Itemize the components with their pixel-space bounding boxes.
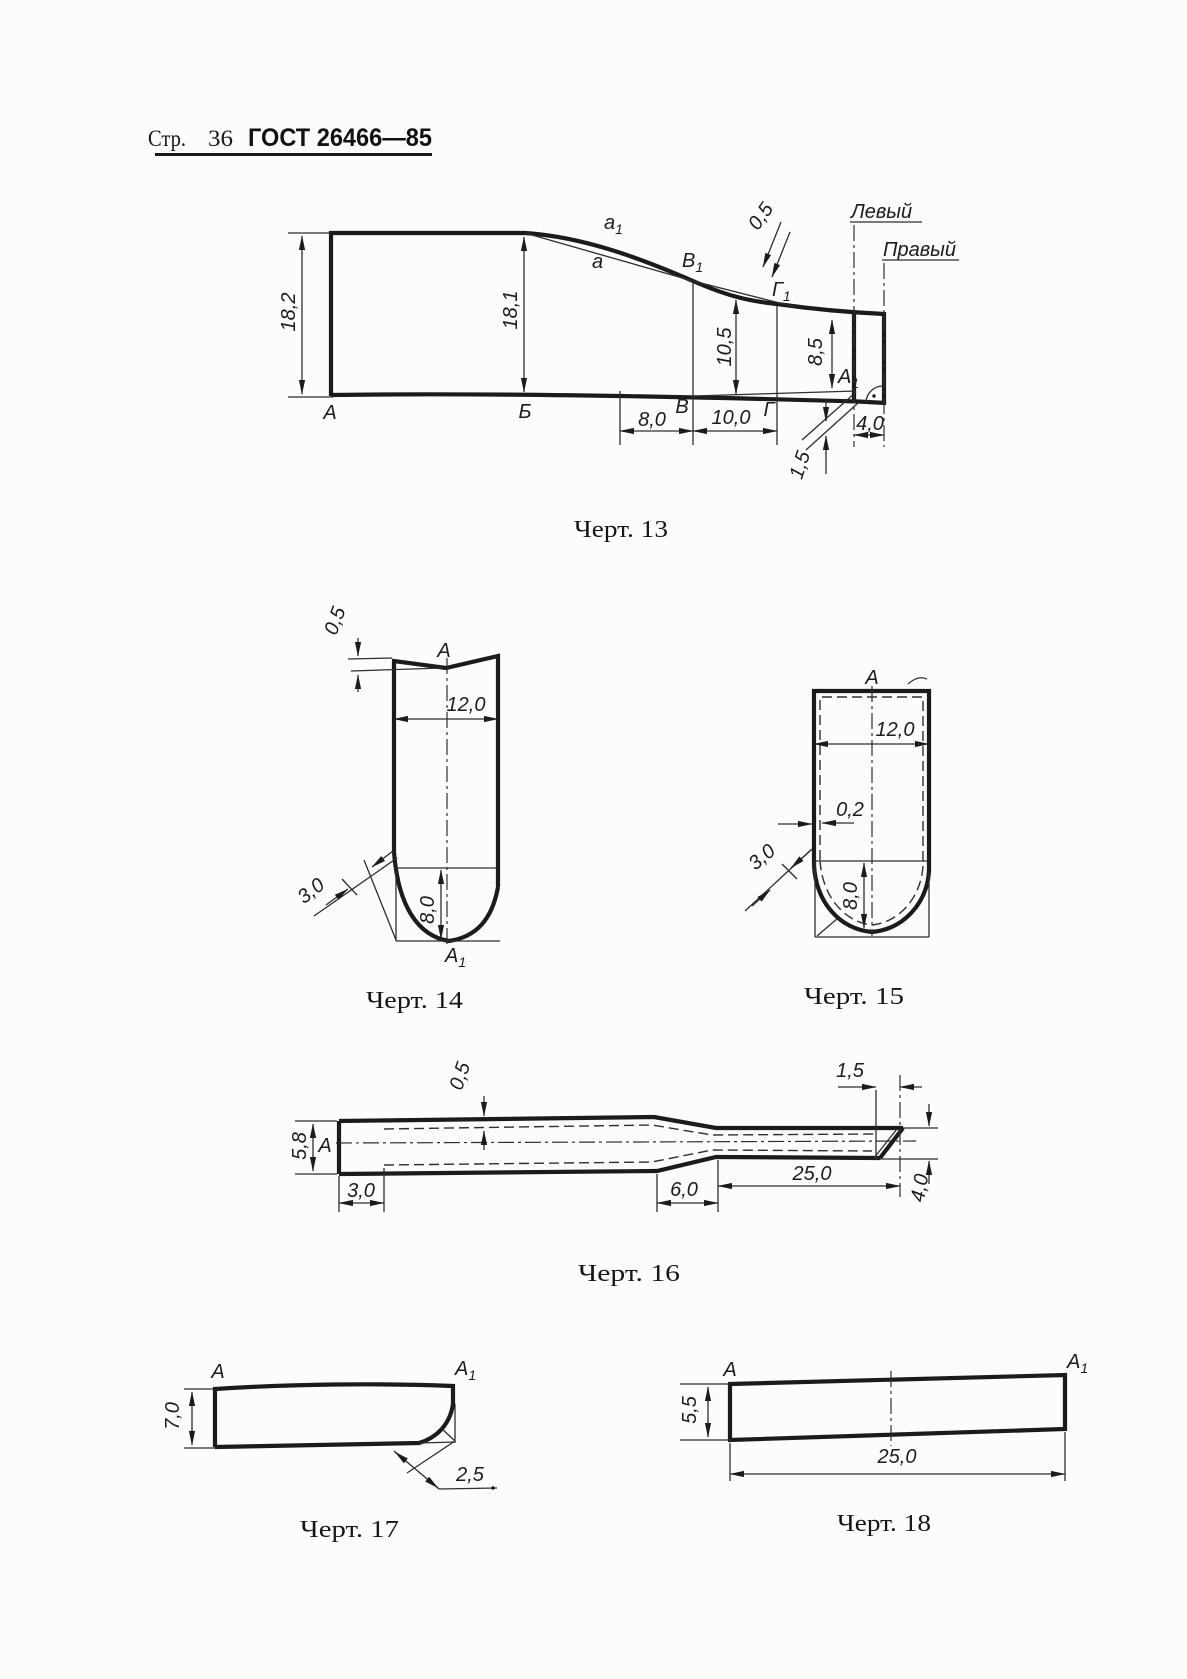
- svg-text:36: 36: [208, 126, 233, 151]
- svg-text:1,5: 1,5: [836, 1060, 865, 1082]
- svg-text:4,0: 4,0: [856, 413, 884, 435]
- svg-text:А: А: [210, 1361, 224, 1383]
- svg-text:5,8: 5,8: [289, 1132, 311, 1160]
- svg-text:Г: Г: [764, 399, 777, 421]
- svg-text:8,0: 8,0: [417, 896, 439, 924]
- svg-text:В1: В1: [682, 250, 703, 275]
- svg-text:1,5: 1,5: [786, 448, 816, 482]
- svg-text:Черт. 15: Черт. 15: [804, 984, 904, 1010]
- svg-text:18,1: 18,1: [500, 291, 522, 330]
- svg-text:10,5: 10,5: [714, 327, 736, 367]
- svg-text:6,0: 6,0: [670, 1179, 698, 1201]
- svg-text:3,0: 3,0: [347, 1180, 375, 1202]
- svg-text:ГОСТ 26466—85: ГОСТ 26466—85: [248, 124, 432, 152]
- svg-text:Стр.: Стр.: [148, 126, 186, 151]
- svg-text:А: А: [722, 1359, 736, 1381]
- svg-text:А: А: [322, 402, 336, 424]
- svg-text:А1: А1: [454, 1358, 476, 1383]
- svg-text:a: a: [592, 251, 603, 273]
- svg-text:2,5: 2,5: [455, 1464, 485, 1486]
- svg-text:0,5: 0,5: [744, 198, 778, 234]
- svg-text:А: А: [317, 1135, 331, 1157]
- svg-text:Левый: Левый: [849, 201, 912, 223]
- svg-text:3,0: 3,0: [294, 874, 329, 908]
- svg-text:8,0: 8,0: [840, 882, 862, 910]
- svg-text:12,0: 12,0: [447, 694, 486, 716]
- svg-text:18,2: 18,2: [278, 293, 300, 332]
- svg-text:25,0: 25,0: [877, 1446, 917, 1468]
- svg-text:А1: А1: [1066, 1351, 1088, 1376]
- svg-text:Правый: Правый: [883, 239, 956, 261]
- svg-text:7,0: 7,0: [162, 1402, 184, 1430]
- svg-text:Черт. 17: Черт. 17: [300, 1517, 399, 1543]
- svg-text:0,5: 0,5: [320, 603, 350, 637]
- svg-text:А: А: [864, 667, 878, 689]
- svg-text:А: А: [436, 640, 450, 662]
- svg-text:Черт. 13: Черт. 13: [574, 517, 668, 543]
- svg-text:10,0: 10,0: [712, 407, 751, 429]
- svg-text:Г1: Г1: [772, 279, 791, 304]
- svg-text:5,5: 5,5: [679, 1395, 701, 1424]
- svg-text:a1: a1: [604, 212, 623, 237]
- svg-text:8,5: 8,5: [805, 337, 827, 366]
- svg-text:В: В: [675, 396, 688, 418]
- svg-text:Черт. 18: Черт. 18: [837, 1511, 931, 1537]
- svg-text:Б: Б: [518, 401, 531, 423]
- svg-text:25,0: 25,0: [792, 1163, 832, 1185]
- svg-text:0,5: 0,5: [446, 1059, 476, 1093]
- svg-text:А1: А1: [444, 945, 466, 970]
- svg-text:Черт. 14: Черт. 14: [366, 988, 463, 1014]
- svg-text:4,0: 4,0: [907, 1172, 933, 1203]
- svg-text:8,0: 8,0: [638, 409, 666, 431]
- svg-text:3,0: 3,0: [744, 840, 779, 875]
- svg-text:Черт. 16: Черт. 16: [578, 1261, 680, 1287]
- svg-text:0,2: 0,2: [836, 799, 864, 821]
- svg-text:12,0: 12,0: [876, 719, 915, 741]
